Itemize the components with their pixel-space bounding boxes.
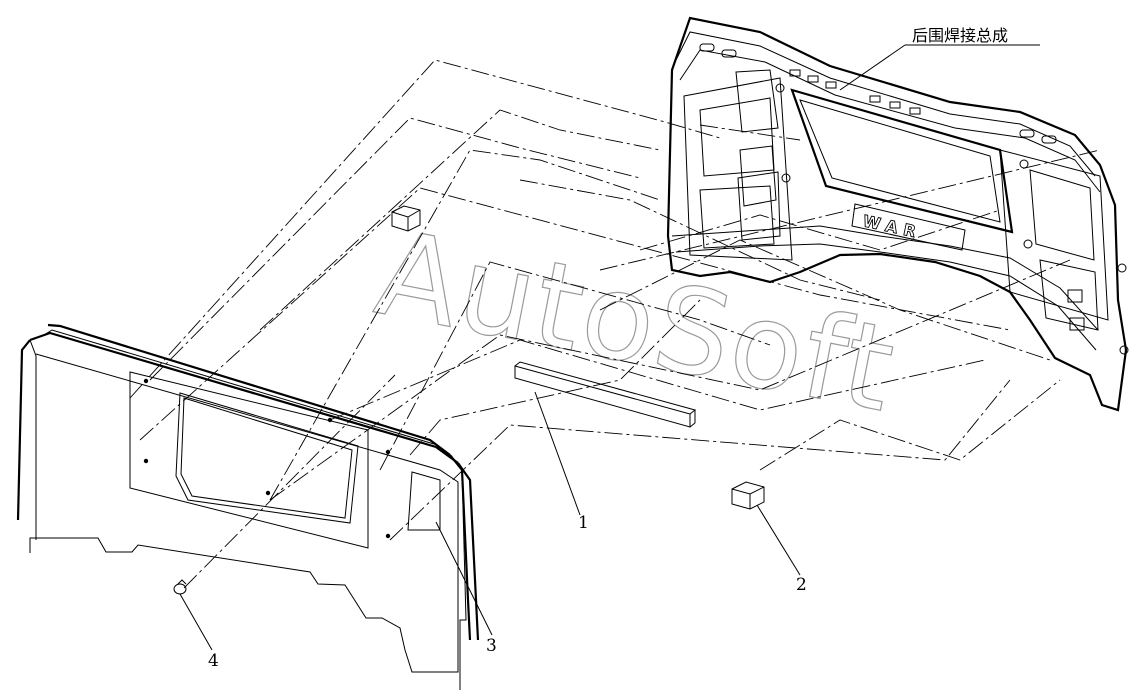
assembly-centerlines bbox=[129, 59, 1101, 589]
part-2-block-lower bbox=[731, 481, 765, 510]
part-2-block-upper bbox=[391, 205, 421, 232]
assembly-title-label: 后围焊接总成 bbox=[912, 26, 1008, 45]
watermark-text: AutoSoft bbox=[367, 203, 907, 438]
callout-2-label: 2 bbox=[796, 575, 807, 595]
callout-1-label: 1 bbox=[578, 513, 589, 533]
part-4-clip bbox=[173, 579, 187, 595]
part-3-rear-trim-panel bbox=[16, 323, 480, 690]
callout-4-label: 4 bbox=[208, 651, 219, 671]
callout-leaders bbox=[179, 44, 1040, 651]
rear-panel-weld-assembly: WAR bbox=[666, 16, 1129, 412]
part-1-seal-strip bbox=[514, 361, 697, 428]
callout-3-label: 3 bbox=[486, 636, 497, 656]
